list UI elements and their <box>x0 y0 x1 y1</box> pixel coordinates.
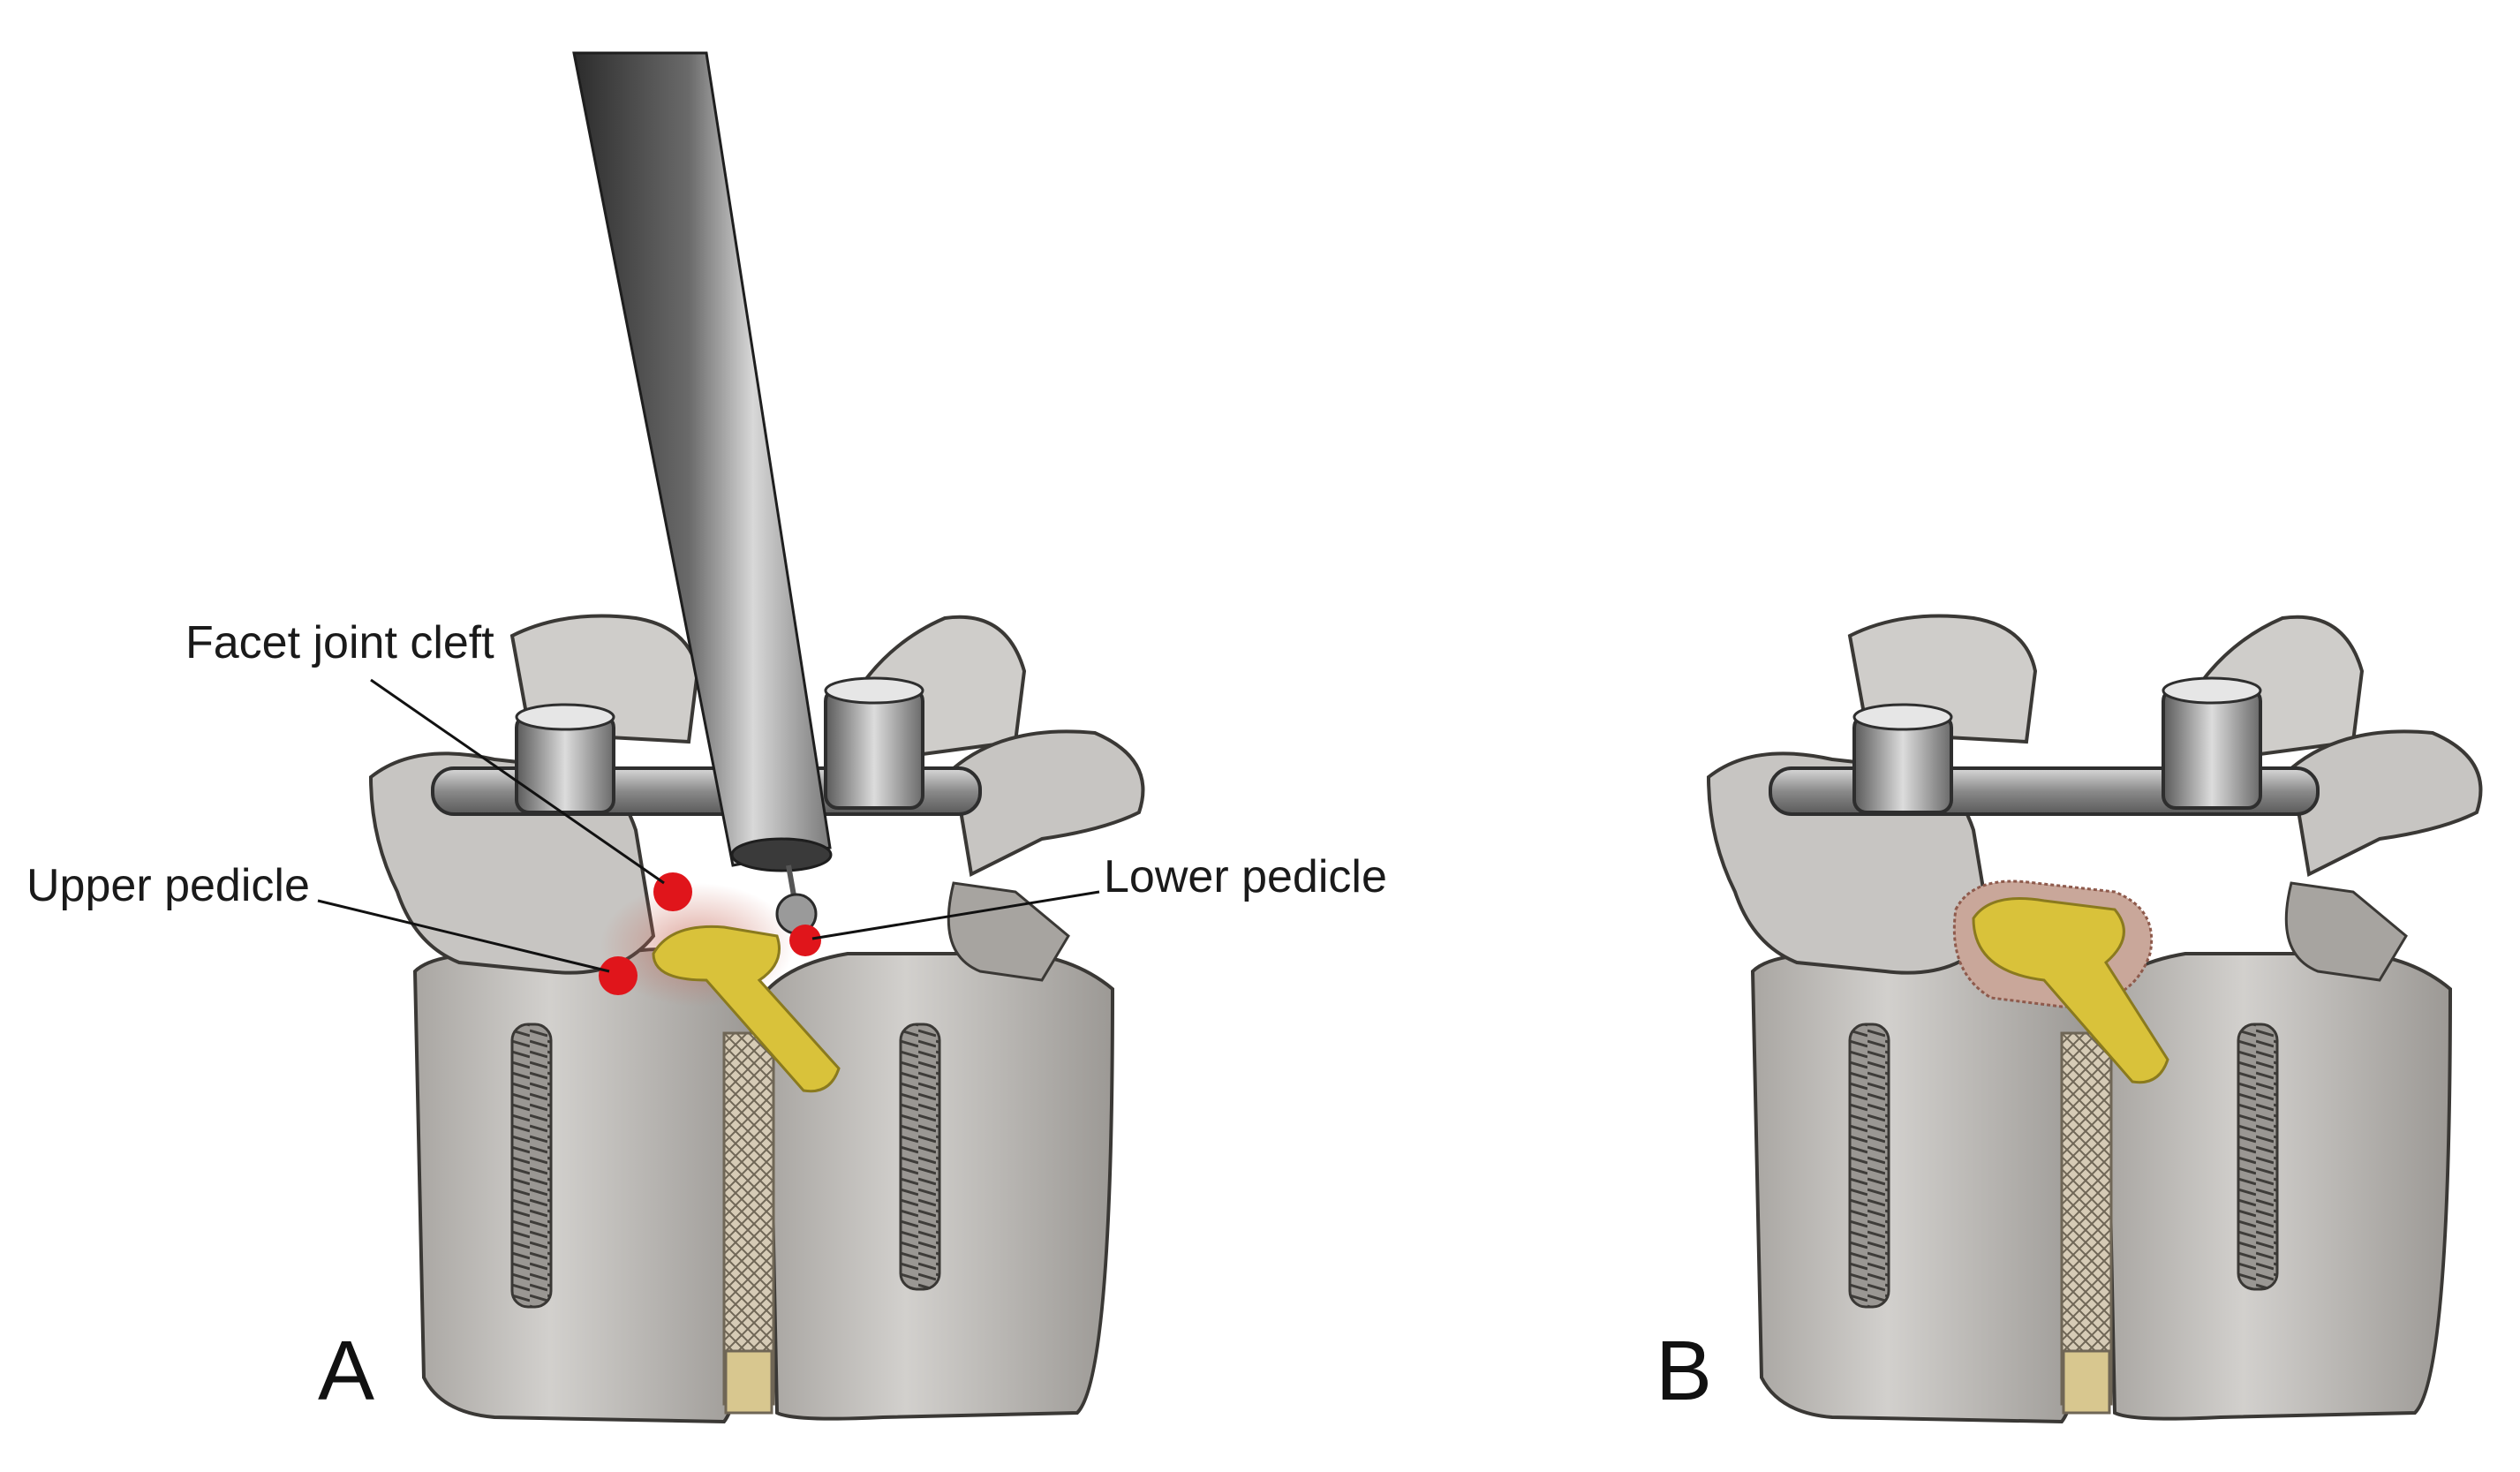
panel-a-letter: A <box>318 1324 374 1418</box>
nerve-root <box>652 925 841 1093</box>
fixation-rod <box>431 676 982 816</box>
facet-joint-cleft-leader <box>370 678 665 885</box>
lower-pedicle-label: Lower pedicle <box>1104 851 1387 902</box>
panel-b-letter: B <box>1656 1324 1712 1418</box>
lower-vertebra <box>766 615 1145 1421</box>
mesh-cage <box>2060 1031 2113 1406</box>
fixation-rod <box>1769 676 2320 816</box>
mesh-cage <box>722 1031 775 1406</box>
upper-pedicle-marker <box>599 956 638 995</box>
upper-pedicle-leader <box>317 899 610 973</box>
panel-b: B <box>1656 614 2483 1424</box>
lower-pedicle-marker <box>789 925 821 956</box>
upper-pedicle-label: Upper pedicle <box>26 860 310 911</box>
facet-joint-cleft-label: Facet joint cleft <box>185 617 494 668</box>
nerve-root <box>1972 897 2169 1084</box>
endoscope-instrument <box>572 51 833 935</box>
lower-pedicle-leader <box>811 890 1100 940</box>
panel-a: Facet joint cleft Upper pedicle Lower pe… <box>26 51 1387 1424</box>
